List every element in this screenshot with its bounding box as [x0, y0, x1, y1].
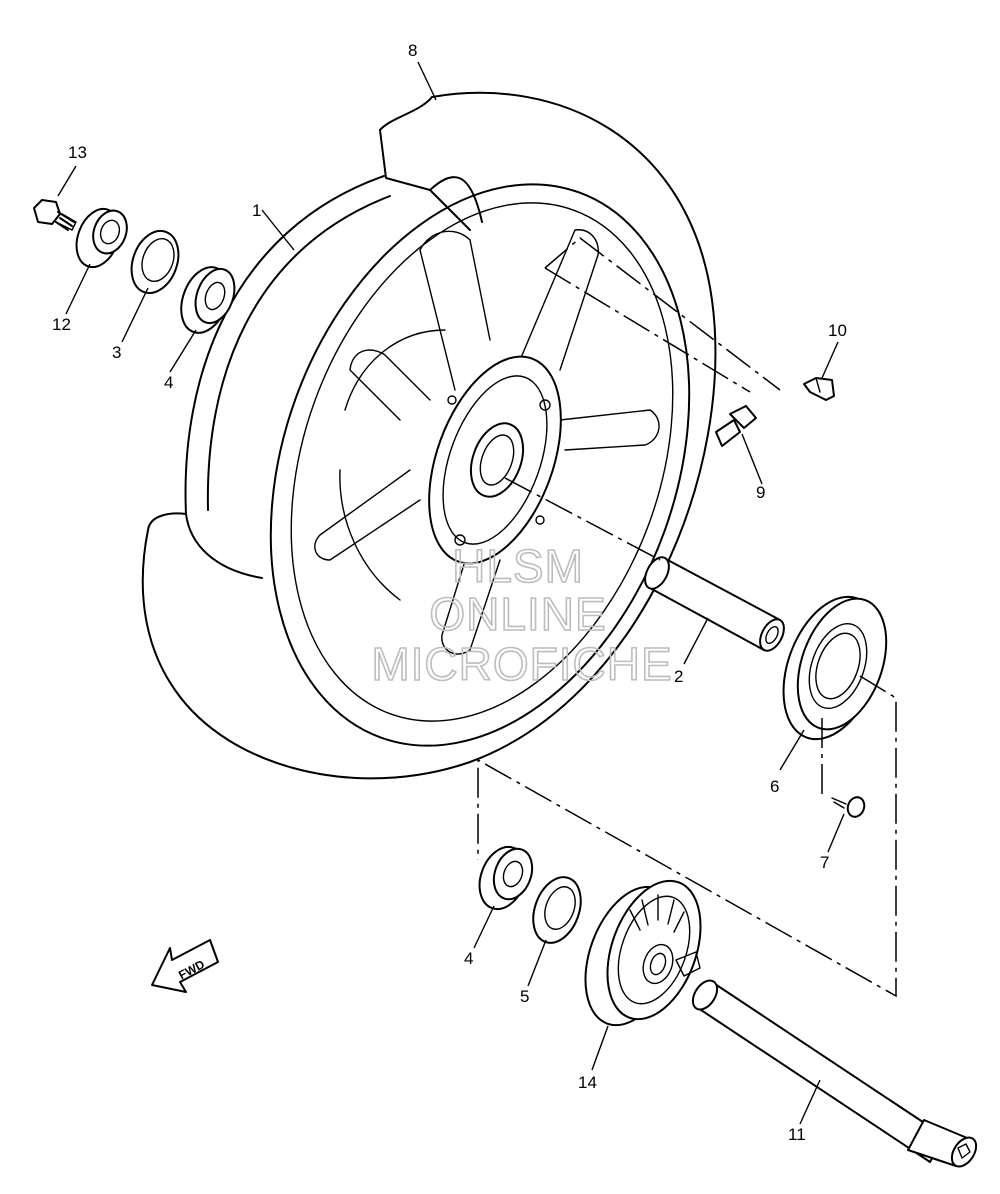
callout-5[interactable]: 5 — [520, 987, 529, 1006]
callout-8[interactable]: 8 — [408, 41, 417, 60]
callout-9[interactable]: 9 — [756, 483, 765, 502]
callout-7[interactable]: 7 — [820, 853, 829, 872]
bearing-part-4-lower[interactable] — [471, 840, 538, 915]
callout-labels: 8 1 13 12 3 4 10 9 2 6 7 4 5 14 11 — [52, 41, 847, 1144]
bearing-part-4-upper[interactable] — [173, 261, 242, 340]
oil-seal-part-5[interactable] — [525, 871, 590, 950]
watermark-line-2: ONLINE — [429, 588, 606, 640]
gear-unit-part-14[interactable] — [568, 868, 718, 1038]
assembly-lines — [477, 237, 897, 998]
callout-11[interactable]: 11 — [788, 1125, 806, 1144]
callout-4-upper[interactable]: 4 — [164, 373, 173, 392]
callout-12[interactable]: 12 — [52, 315, 71, 334]
valve-cap-part-10[interactable] — [803, 377, 835, 401]
callout-14[interactable]: 14 — [578, 1073, 597, 1092]
axle-part-11[interactable] — [688, 976, 981, 1171]
oil-seal-part-3[interactable] — [123, 224, 186, 299]
callout-2[interactable]: 2 — [674, 667, 683, 686]
callout-13[interactable]: 13 — [68, 143, 87, 162]
collar-part-12[interactable] — [69, 203, 133, 273]
tire-part-8[interactable] — [141, 91, 717, 780]
spacer-part-2[interactable] — [640, 553, 789, 654]
brake-disc-part-6[interactable] — [765, 583, 903, 752]
callout-4-lower[interactable]: 4 — [464, 949, 473, 968]
callout-10[interactable]: 10 — [828, 321, 847, 340]
bolt-part-13[interactable] — [33, 199, 77, 231]
leader-lines — [57, 61, 845, 1125]
callout-1[interactable]: 1 — [252, 201, 261, 220]
watermark-line-3: MICROFICHE — [371, 638, 672, 690]
watermark: HLSM ONLINE MICROFICHE — [371, 539, 673, 691]
hub — [428, 355, 562, 565]
watermark-line-1: HLSM — [452, 540, 584, 592]
callout-3[interactable]: 3 — [112, 343, 121, 362]
disc-bolt-part-7[interactable] — [831, 795, 867, 819]
valve-part-9[interactable] — [715, 405, 757, 447]
callout-6[interactable]: 6 — [770, 777, 779, 796]
fwd-arrow-icon: FWD — [151, 939, 219, 993]
